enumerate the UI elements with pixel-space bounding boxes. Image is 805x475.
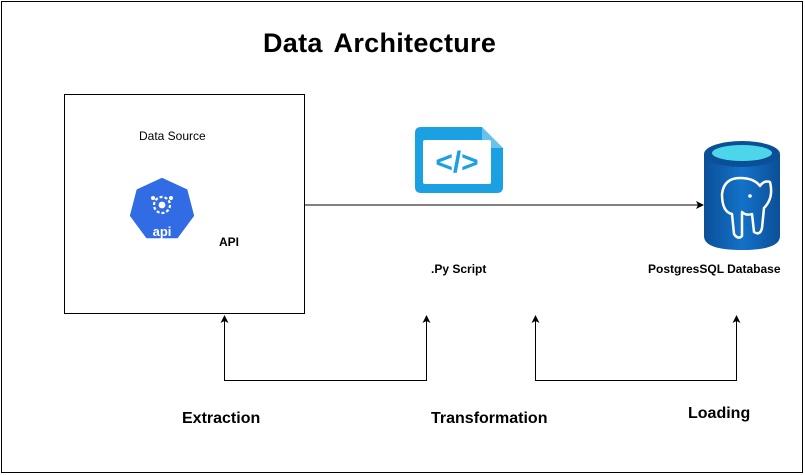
loading-label: Loading [688, 405, 751, 422]
svg-text:api: api [153, 224, 172, 239]
database-label: PostgresSQL Database [648, 262, 781, 276]
script-label: .Py Script [431, 262, 487, 276]
code-file-icon: </> [415, 127, 503, 193]
postgresql-database-icon [704, 141, 780, 250]
extraction-bracket [220, 315, 431, 381]
connector-arrowhead [696, 201, 704, 209]
extraction-label: Extraction [182, 410, 261, 427]
api-label: API [219, 235, 240, 249]
svg-text:</>: </> [435, 146, 478, 179]
transformation-label: Transformation [431, 410, 548, 427]
diagram-title: Data Architecture [263, 28, 497, 58]
kubernetes-api-icon: api [128, 176, 196, 240]
loading-bracket [531, 315, 741, 381]
data-source-label: Data Source [139, 129, 206, 143]
data-source-box[interactable] [64, 94, 305, 314]
